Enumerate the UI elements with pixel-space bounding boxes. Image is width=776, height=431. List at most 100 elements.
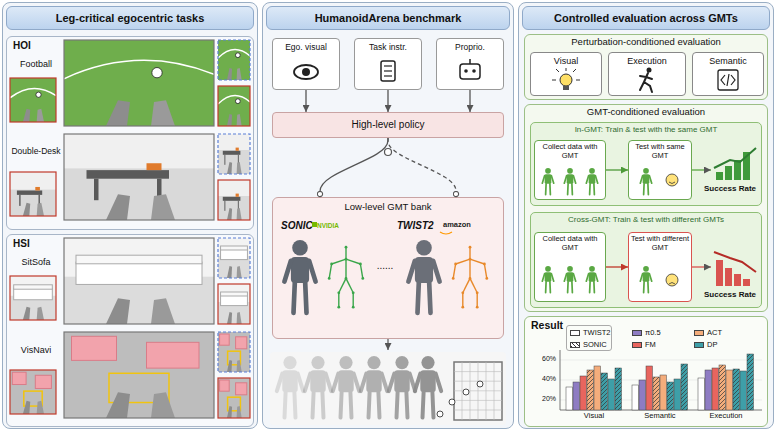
box-label: Execution <box>609 56 685 66</box>
legend-swatch <box>570 330 580 336</box>
robot-figure <box>545 174 552 184</box>
motion-skeleton <box>337 306 340 309</box>
motion-skeleton <box>461 306 464 309</box>
task-screenshot <box>10 88 56 97</box>
task-screenshot <box>237 312 242 324</box>
bar-chart <box>740 371 746 410</box>
task-screenshot <box>221 246 248 250</box>
robot-figure <box>640 176 642 184</box>
bar-chart <box>660 375 666 410</box>
box-label: In-GMT: Train & test with the same GMT <box>531 125 761 134</box>
task-screenshot <box>218 378 250 418</box>
robot-figure <box>333 374 339 392</box>
task-screenshot <box>218 134 250 150</box>
robot-figure <box>397 392 398 417</box>
task-screenshot <box>221 295 248 305</box>
robot-figure <box>284 240 315 313</box>
step-box: Test with same GMT <box>628 140 692 200</box>
task-screenshot <box>221 249 248 259</box>
robot-figure <box>416 240 432 256</box>
setting-box: In-GMT: Train & test with the same GMT Co… <box>530 122 762 206</box>
bar-chart <box>681 364 687 410</box>
box-label: Test with same GMT <box>630 143 690 160</box>
input-icon <box>384 65 392 66</box>
robot-figure <box>545 184 547 195</box>
robot-figure <box>589 174 596 184</box>
bar-chart <box>733 369 739 410</box>
goal-net <box>454 362 502 420</box>
box-label: Collect data with GMT <box>536 143 604 160</box>
robot-figure <box>589 272 596 282</box>
motion-skeleton <box>329 264 331 278</box>
box-label: Semantic <box>693 56 763 66</box>
task-screenshot <box>151 100 175 126</box>
robot-figure <box>285 392 286 417</box>
task-screenshot <box>64 332 214 418</box>
task-screenshot <box>147 342 200 368</box>
kick-sequence <box>437 411 443 417</box>
box-label: Proprio. <box>437 43 503 53</box>
robot-figure <box>649 176 651 184</box>
task-screenshot <box>10 276 56 320</box>
box-label: Cross-GMT: Train & test with different G… <box>531 215 761 224</box>
task-screenshot <box>218 180 250 220</box>
bar-chart <box>601 373 607 410</box>
legend-text: π0.5 <box>645 328 661 338</box>
robot-figure <box>586 266 597 293</box>
task-screenshot <box>237 360 242 372</box>
bar-chart <box>587 370 593 410</box>
robot-figure <box>551 176 553 184</box>
task-screenshot <box>106 392 130 418</box>
task-screenshot <box>151 392 175 418</box>
perturbation-icon <box>556 69 559 72</box>
robot-figure <box>311 356 324 369</box>
task-screenshot <box>64 134 214 168</box>
task-screenshot <box>237 266 242 278</box>
task-screenshot <box>223 197 241 201</box>
robot-figure <box>586 274 588 282</box>
robot-figure <box>326 374 332 392</box>
robot-figure <box>378 392 379 417</box>
bar-chart <box>615 368 621 410</box>
input-icon <box>460 64 480 79</box>
box-sublabel: ...... <box>367 260 403 272</box>
task-screenshot <box>224 201 226 211</box>
goal-net <box>486 362 487 420</box>
gmt-illustration <box>440 232 452 234</box>
success-rate-icon <box>716 172 723 180</box>
success-rate-icon <box>692 148 756 286</box>
task-screenshot <box>10 172 56 216</box>
success-rate-icon <box>725 166 732 180</box>
task-screenshot <box>236 148 239 151</box>
bar-chart <box>639 380 645 410</box>
legend-text: FM <box>645 340 656 350</box>
task-screenshot <box>236 337 247 349</box>
task-screenshot <box>94 179 99 201</box>
robot-figure <box>436 374 442 392</box>
evaluation-panel: Controlled evaluation across GMTsPerturb… <box>518 2 774 429</box>
robot-figure <box>382 374 388 392</box>
task-screenshot <box>218 134 250 174</box>
task-screenshot <box>218 40 250 80</box>
task-screenshot <box>218 180 250 220</box>
robot-figure <box>567 282 569 293</box>
bar-chart <box>608 379 614 410</box>
robot-figure <box>567 266 573 272</box>
bar-chart <box>587 370 593 410</box>
task-screenshot <box>19 195 20 206</box>
robot-figure <box>549 282 551 293</box>
task-screenshot <box>64 332 214 418</box>
task-screenshot <box>64 40 214 126</box>
box-sublabel: amazon <box>443 221 483 230</box>
motion-skeleton <box>345 258 348 261</box>
robot-figure <box>643 168 649 174</box>
robot-figure <box>369 392 370 417</box>
robot-figure <box>589 266 595 272</box>
box-label: High-level policy <box>273 119 503 131</box>
bar-chart <box>594 366 600 410</box>
task-screenshot <box>227 68 232 80</box>
robot-figure <box>310 370 325 392</box>
axis-label: Visual <box>564 412 624 421</box>
perturbation-icon <box>576 80 580 81</box>
task-screenshot <box>218 180 250 220</box>
